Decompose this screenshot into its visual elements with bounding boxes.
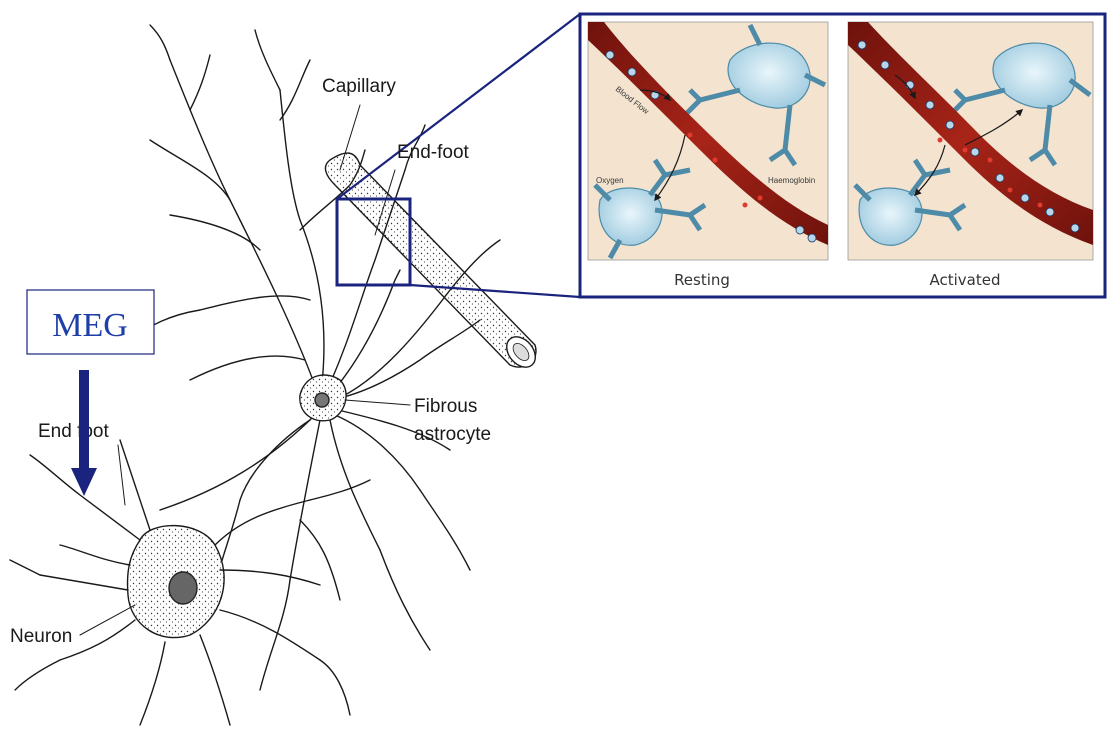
meg-label: MEG: [52, 307, 128, 344]
astrocyte-label: astrocyte: [414, 424, 491, 445]
inset-figure: Blood Flow Oxygen Haemoglobin Resting: [580, 14, 1105, 297]
resting-panel: Blood Flow Oxygen Haemoglobin Resting: [588, 22, 828, 289]
astrocyte-body: [300, 375, 346, 421]
neuron-label: Neuron: [10, 626, 72, 647]
capillary-vessel: [325, 153, 541, 373]
end-foot-top-label: End-foot: [397, 142, 470, 163]
astrocyte-neuron-drawing: [10, 25, 541, 725]
activated-caption: Activated: [930, 271, 1001, 289]
neuron-drawing: [10, 440, 370, 725]
activated-panel: Activated: [848, 22, 1093, 289]
resting-caption: Resting: [674, 271, 730, 289]
fibrous-label: Fibrous: [414, 396, 477, 417]
meg-annotation: MEG: [27, 290, 154, 496]
meg-arrow-shaft: [79, 370, 89, 470]
oxygen-label: Oxygen: [596, 176, 624, 185]
haemoglobin-label: Haemoglobin: [768, 176, 815, 185]
capillary-label: Capillary: [322, 76, 396, 97]
end-foot-left-label: End foot: [38, 421, 109, 442]
